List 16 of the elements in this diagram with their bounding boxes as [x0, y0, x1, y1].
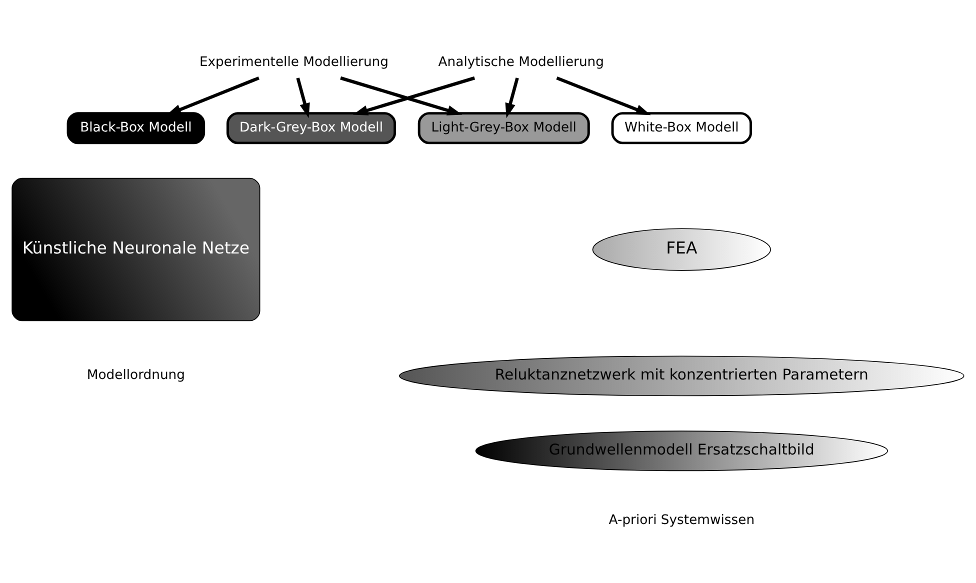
arrow [505, 77, 519, 118]
node-text: Experimentelle Modellierung [199, 54, 388, 70]
arrow [352, 76, 476, 115]
arrow [296, 77, 310, 118]
label: Modellordnung [86, 368, 185, 383]
node-box: White-Box Modell [611, 112, 752, 144]
node-box: Dark-Grey-Box Modell [226, 112, 396, 144]
arrow [340, 76, 462, 115]
node-box: Light-Grey-Box Modell [418, 112, 590, 144]
node-box: Black-Box Modell [66, 112, 206, 144]
node-ellipse: FEA [592, 228, 771, 270]
node-ellipse: Reluktanznetzwerk mit konzentrierten Parametern [399, 355, 964, 396]
label: A-priori Systemwissen [608, 512, 755, 528]
node-text: Analytische Modellierung [438, 54, 604, 70]
arrow [556, 76, 651, 115]
node-box: Künstliche Neuronale Netze [12, 177, 260, 321]
